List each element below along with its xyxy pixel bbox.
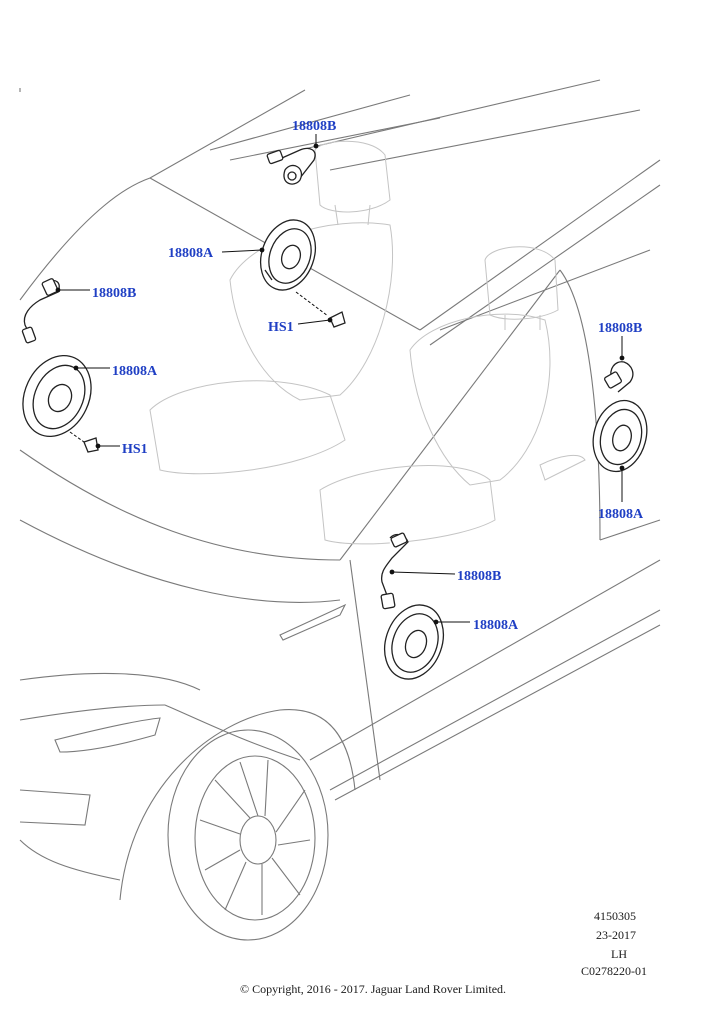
callout-front-speaker: 18808A — [473, 618, 519, 633]
date-code: 23-2017 — [596, 928, 636, 942]
rear-screw — [295, 291, 346, 328]
callout-right-wire: 18808B — [598, 321, 642, 336]
callout-front-wire: 18808B — [457, 569, 501, 584]
vehicle-outline — [19, 79, 661, 941]
copyright-notice: © Copyright, 2016 - 2017. Jaguar Land Ro… — [240, 982, 506, 996]
left-wire-harness — [21, 278, 60, 344]
callout-left-screw: HS1 — [122, 442, 148, 457]
illustration-number: 4150305 — [594, 909, 636, 923]
left-screw — [69, 431, 99, 453]
rear-wire-harness — [266, 147, 316, 185]
callout-rear-wire: 18808B — [292, 119, 336, 134]
front-wire-harness — [380, 532, 409, 610]
right-wire-harness — [604, 361, 634, 393]
reference-block: 4150305 23-2017 LH C0278220-01 — [581, 909, 647, 978]
seats-outline — [149, 140, 586, 545]
left-speaker — [22, 354, 92, 438]
right-speaker — [592, 399, 648, 473]
front-speaker — [384, 604, 444, 680]
callout-left-speaker: 18808A — [112, 364, 158, 379]
leader-lines — [55, 134, 625, 625]
callout-rear-screw: HS1 — [268, 320, 294, 335]
callout-right-speaker: 18808A — [598, 507, 644, 522]
catalogue-code: C0278220-01 — [581, 964, 647, 978]
rear-speaker — [259, 219, 317, 291]
callout-left-wire: 18808B — [92, 286, 136, 301]
callout-rear-speaker: 18808A — [168, 246, 214, 261]
side-code: LH — [611, 947, 627, 961]
callout-labels: 18808B 18808A HS1 18808B 18808A HS1 1880… — [92, 119, 644, 633]
